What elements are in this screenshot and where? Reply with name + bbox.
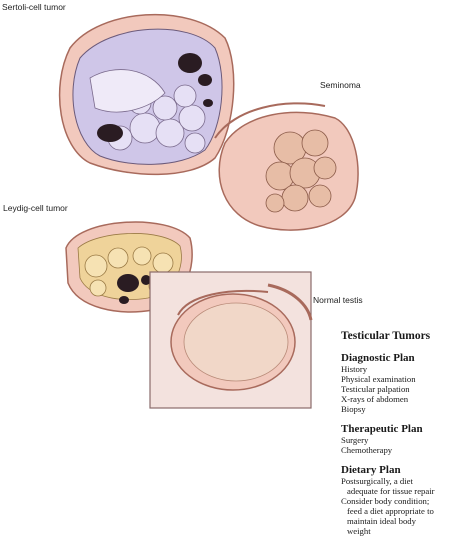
list-item: X-rays of abdomen bbox=[341, 394, 409, 404]
list-item: Chemotherapy bbox=[341, 445, 393, 455]
illustration-sertoli-cell-tumor bbox=[58, 13, 235, 176]
list-item: Biopsy bbox=[341, 404, 366, 414]
list-item: Consider body condition; bbox=[341, 496, 430, 506]
label-sertoli-cell-tumor: Sertoli-cell tumor bbox=[2, 2, 66, 12]
list-item: Postsurgically, a diet bbox=[341, 476, 413, 486]
label-seminoma: Seminoma bbox=[320, 80, 361, 90]
list-item: feed a diet appropriate to bbox=[347, 506, 434, 516]
therapeutic-plan-heading: Therapeutic Plan bbox=[341, 423, 423, 435]
testicular-tumors-panel: Testicular Tumors Diagnostic Plan Histor… bbox=[341, 330, 449, 545]
list-item: Physical examination bbox=[341, 374, 416, 384]
therapeutic-plan-list: Surgery Chemotherapy bbox=[341, 435, 449, 455]
list-item: adequate for tissue repair bbox=[347, 486, 435, 496]
dietary-plan-heading: Dietary Plan bbox=[341, 464, 401, 476]
diagnostic-plan-heading: Diagnostic Plan bbox=[341, 352, 415, 364]
list-item: Testicular palpation bbox=[341, 384, 410, 394]
label-normal-testis: Normal testis bbox=[313, 295, 363, 305]
list-item: Surgery bbox=[341, 435, 369, 445]
diagnostic-plan-list: History Physical examination Testicular … bbox=[341, 364, 449, 414]
list-item: History bbox=[341, 364, 368, 374]
list-item: weight bbox=[347, 526, 371, 536]
panel-title: Testicular Tumors bbox=[341, 330, 431, 342]
illustration-normal-testis bbox=[149, 271, 313, 409]
list-item: maintain ideal body bbox=[347, 516, 416, 526]
label-leydig-cell-tumor: Leydig-cell tumor bbox=[3, 203, 68, 213]
illustration-seminoma bbox=[214, 102, 359, 231]
dietary-plan-list: Postsurgically, a diet adequate for tiss… bbox=[341, 476, 449, 536]
